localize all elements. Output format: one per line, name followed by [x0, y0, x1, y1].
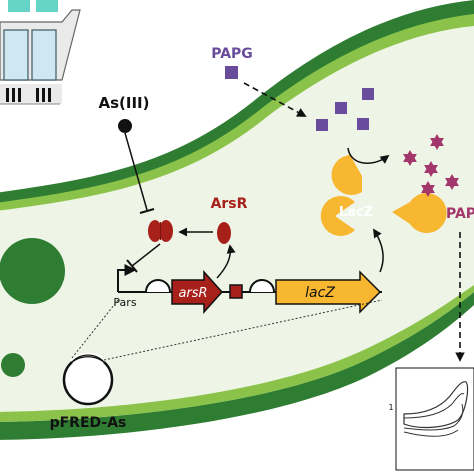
- rbs-2: [249, 279, 275, 293]
- cell-bottom-membrane-green: [0, 292, 474, 440]
- plasmid-label: pFRED-As: [50, 415, 127, 431]
- arsenic-inhibition-bar: [139, 208, 155, 214]
- promoter-symbol: [117, 264, 137, 292]
- arsenic-label: As(III): [99, 94, 150, 112]
- plasmid-zoom-line-2: [103, 299, 383, 361]
- arsr-dimer: [148, 220, 173, 242]
- arsr-gene-label: arsR: [178, 286, 207, 301]
- cell-bottom-membrane-light: [0, 285, 474, 422]
- lacz-enzyme-2: [320, 196, 355, 236]
- lacz-protein-label: LacZ: [339, 205, 373, 220]
- lacz-enzyme-3: [392, 192, 447, 233]
- arsenic-inhibition-line: [124, 132, 148, 211]
- papg-label: PAPG: [211, 46, 253, 62]
- papg-uptake-arrow: [243, 82, 307, 117]
- rbs-1: [145, 279, 171, 293]
- arsr-protein-label: ArsR: [211, 196, 248, 212]
- cell-bottom-membrane: [0, 300, 474, 474]
- genetic-construct: arsR lacZ: [117, 264, 382, 314]
- arsr-monomer: [217, 222, 231, 244]
- voltammogram-axis-label: 1: [388, 403, 393, 412]
- plasmid-zoom-line-1: [71, 299, 119, 359]
- promoter-label: Pars: [113, 296, 136, 309]
- lacz-gene-label: lacZ: [305, 285, 335, 301]
- lacz-enzyme-1: [331, 155, 362, 195]
- papg-molecules-inside: [316, 88, 374, 131]
- hydrolysis-arrow: [347, 147, 390, 164]
- arsr-translation-arrow: [216, 244, 236, 279]
- granule-large: [0, 238, 65, 304]
- operator-box: [229, 284, 243, 299]
- lacz-expression-arrow: [373, 228, 384, 273]
- arsr-repression-line: [131, 243, 161, 267]
- lacz-gene: [275, 270, 382, 314]
- papg-molecule-outside: [225, 66, 238, 79]
- plasmid-icon: [62, 352, 114, 406]
- voltammogram-icon: [395, 367, 474, 471]
- arsr-gene: [171, 270, 224, 314]
- lacz-enzymes: [320, 155, 447, 236]
- arsenic-ion: [118, 119, 132, 133]
- screen-printed-electrode-icon: [0, 0, 81, 105]
- pap-label: PAP: [446, 206, 474, 222]
- granule-small: [1, 353, 25, 377]
- pap-molecules: [403, 134, 459, 197]
